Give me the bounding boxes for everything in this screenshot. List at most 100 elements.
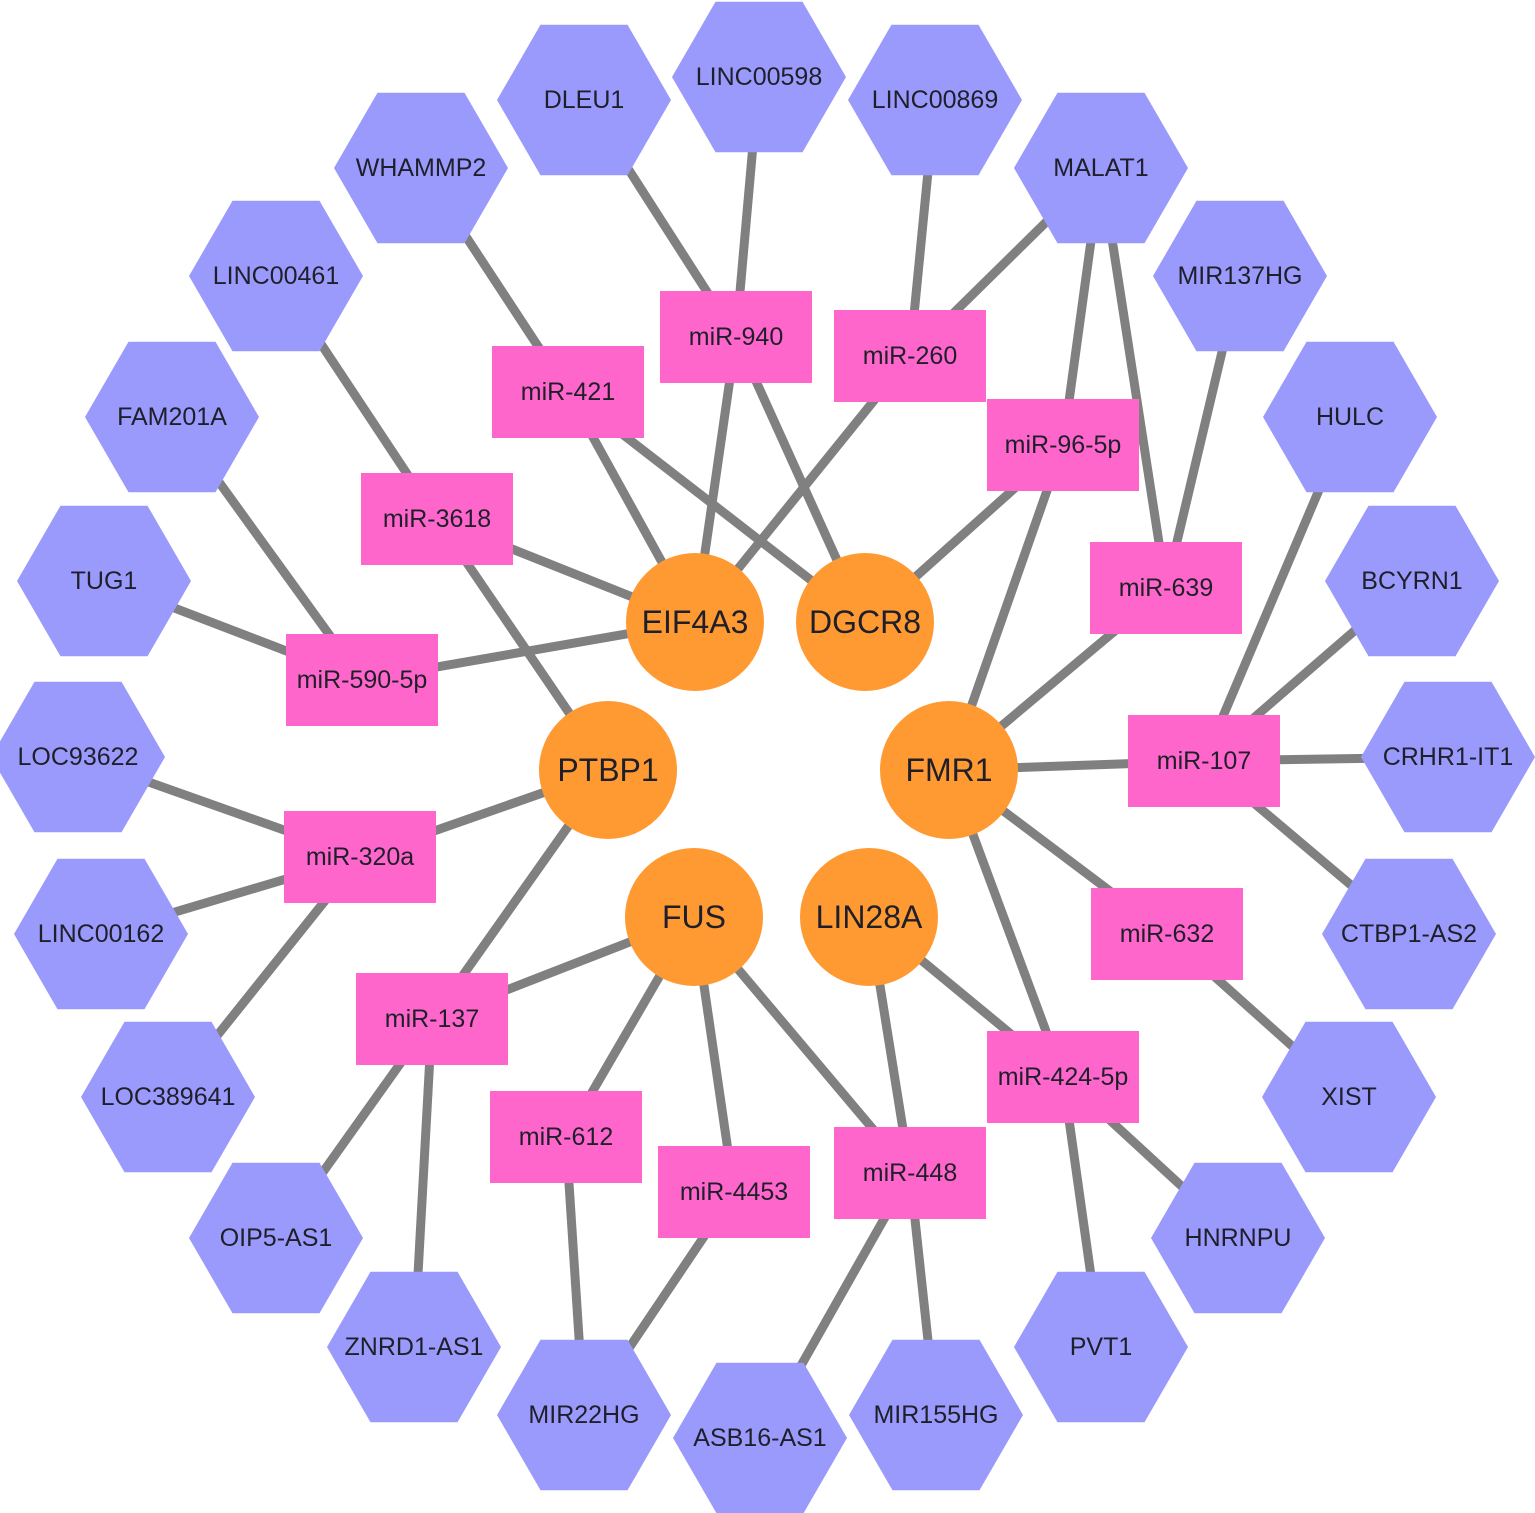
rectangle-shape bbox=[1128, 715, 1280, 807]
circle-shape bbox=[626, 553, 764, 691]
lncrna-label-crhr1-it1: CRHR1-IT1 bbox=[1383, 743, 1514, 771]
mirna-label-mir-632: miR-632 bbox=[1120, 920, 1214, 948]
rbp-node-eif4a3: EIF4A3 bbox=[626, 553, 764, 691]
mirna-node-mir-632: miR-632 bbox=[1091, 888, 1243, 980]
rbp-node-fus: FUS bbox=[625, 848, 763, 986]
circle-shape bbox=[539, 701, 677, 839]
mirna-label-mir-590-5p: miR-590-5p bbox=[297, 666, 428, 694]
lncrna-node-tug1: TUG1 bbox=[17, 505, 191, 657]
rbp-node-dgcr8: DGCR8 bbox=[796, 553, 934, 691]
mirna-node-mir-590-5p: miR-590-5p bbox=[286, 634, 438, 726]
mirna-node-mir-421: miR-421 bbox=[492, 346, 644, 438]
mirna-label-mir-612: miR-612 bbox=[519, 1123, 613, 1151]
rectangle-shape bbox=[987, 1031, 1139, 1123]
hexagon-shape bbox=[0, 681, 165, 833]
lncrna-node-hnrnpu: HNRNPU bbox=[1151, 1162, 1325, 1314]
mirna-node-mir-448: miR-448 bbox=[834, 1127, 986, 1219]
rectangle-shape bbox=[356, 973, 508, 1065]
mirna-label-mir-3618: miR-3618 bbox=[383, 505, 491, 533]
lncrna-node-asb16-as1: ASB16-AS1 bbox=[673, 1362, 847, 1513]
lncrna-node-pvt1: PVT1 bbox=[1014, 1271, 1188, 1423]
hexagon-shape bbox=[672, 1, 846, 153]
lncrna-node-malat1: MALAT1 bbox=[1014, 92, 1188, 244]
lncrna-node-linc00598: LINC00598 bbox=[672, 1, 846, 153]
lncrna-label-oip5-as1: OIP5-AS1 bbox=[220, 1224, 333, 1252]
lncrna-label-xist: XIST bbox=[1321, 1083, 1377, 1111]
lncrna-label-hulc: HULC bbox=[1316, 403, 1384, 431]
lncrna-label-znrd1-as1: ZNRD1-AS1 bbox=[345, 1333, 484, 1361]
lncrna-node-hulc: HULC bbox=[1263, 341, 1437, 493]
rbp-label-fus: FUS bbox=[662, 899, 726, 935]
lncrna-node-linc00461: LINC00461 bbox=[189, 200, 363, 352]
mirna-label-mir-448: miR-448 bbox=[863, 1159, 957, 1187]
rectangle-shape bbox=[361, 473, 513, 565]
hexagon-shape bbox=[849, 1339, 1023, 1491]
hexagon-shape bbox=[1014, 92, 1188, 244]
lncrna-label-whammp2: WHAMMP2 bbox=[356, 154, 487, 182]
rbp-node-lin28a: LIN28A bbox=[800, 848, 938, 986]
lncrna-label-ctbp1-as2: CTBP1-AS2 bbox=[1341, 920, 1477, 948]
hexagon-shape bbox=[497, 24, 671, 176]
mirna-label-mir-260: miR-260 bbox=[863, 342, 957, 370]
lncrna-node-ctbp1-as2: CTBP1-AS2 bbox=[1322, 858, 1496, 1010]
mirna-label-mir-424-5p: miR-424-5p bbox=[998, 1063, 1129, 1091]
rectangle-shape bbox=[490, 1091, 642, 1183]
lncrna-node-loc389641: LOC389641 bbox=[81, 1021, 255, 1173]
rectangle-shape bbox=[1090, 542, 1242, 634]
mirna-node-mir-137: miR-137 bbox=[356, 973, 508, 1065]
lncrna-node-xist: XIST bbox=[1262, 1021, 1436, 1173]
lncrna-label-fam201a: FAM201A bbox=[117, 403, 227, 431]
hexagon-shape bbox=[14, 858, 188, 1010]
lncrna-label-mir22hg: MIR22HG bbox=[528, 1401, 639, 1429]
mirna-node-mir-612: miR-612 bbox=[490, 1091, 642, 1183]
lncrna-node-bcyrn1: BCYRN1 bbox=[1325, 505, 1499, 657]
lncrna-node-linc00162: LINC00162 bbox=[14, 858, 188, 1010]
hexagon-shape bbox=[1151, 1162, 1325, 1314]
hexagon-shape bbox=[1262, 1021, 1436, 1173]
rbp-label-eif4a3: EIF4A3 bbox=[642, 604, 749, 640]
lncrna-node-mir137hg: MIR137HG bbox=[1153, 200, 1327, 352]
hexagon-shape bbox=[17, 505, 191, 657]
mirna-label-mir-96-5p: miR-96-5p bbox=[1005, 431, 1122, 459]
lncrna-label-bcyrn1: BCYRN1 bbox=[1361, 567, 1462, 595]
mirna-label-mir-639: miR-639 bbox=[1119, 574, 1213, 602]
lncrna-node-znrd1-as1: ZNRD1-AS1 bbox=[327, 1271, 501, 1423]
lncrna-node-dleu1: DLEU1 bbox=[497, 24, 671, 176]
lncrna-label-linc00162: LINC00162 bbox=[38, 920, 164, 948]
rectangle-shape bbox=[284, 811, 436, 903]
lncrna-label-tug1: TUG1 bbox=[71, 567, 138, 595]
lncrna-label-linc00869: LINC00869 bbox=[872, 86, 998, 114]
circle-shape bbox=[800, 848, 938, 986]
mirna-node-mir-940: miR-940 bbox=[660, 291, 812, 383]
rbp-label-fmr1: FMR1 bbox=[905, 752, 992, 788]
rbp-label-ptbp1: PTBP1 bbox=[557, 752, 658, 788]
hexagon-shape bbox=[673, 1362, 847, 1513]
lncrna-label-mir137hg: MIR137HG bbox=[1177, 262, 1302, 290]
hexagon-shape bbox=[848, 24, 1022, 176]
rbp-node-ptbp1: PTBP1 bbox=[539, 701, 677, 839]
lncrna-label-asb16-as1: ASB16-AS1 bbox=[693, 1424, 826, 1452]
rectangle-shape bbox=[658, 1146, 810, 1238]
lncrna-label-pvt1: PVT1 bbox=[1070, 1333, 1133, 1361]
hexagon-shape bbox=[1325, 505, 1499, 657]
mirna-node-mir-96-5p: miR-96-5p bbox=[987, 399, 1139, 491]
rectangle-shape bbox=[492, 346, 644, 438]
rbp-node-fmr1: FMR1 bbox=[880, 701, 1018, 839]
circle-shape bbox=[880, 701, 1018, 839]
mirna-node-mir-424-5p: miR-424-5p bbox=[987, 1031, 1139, 1123]
rectangle-shape bbox=[1091, 888, 1243, 980]
mirna-node-mir-107: miR-107 bbox=[1128, 715, 1280, 807]
mirna-label-mir-421: miR-421 bbox=[521, 378, 615, 406]
lncrna-label-loc93622: LOC93622 bbox=[18, 743, 139, 771]
hexagon-shape bbox=[334, 92, 508, 244]
mirna-label-mir-320a: miR-320a bbox=[306, 843, 414, 871]
mirna-label-mir-107: miR-107 bbox=[1157, 747, 1251, 775]
lncrna-node-crhr1-it1: CRHR1-IT1 bbox=[1361, 681, 1535, 833]
hexagon-shape bbox=[1153, 200, 1327, 352]
mirna-label-mir-137: miR-137 bbox=[385, 1005, 479, 1033]
lncrna-node-whammp2: WHAMMP2 bbox=[334, 92, 508, 244]
mirna-node-mir-639: miR-639 bbox=[1090, 542, 1242, 634]
hexagon-shape bbox=[1322, 858, 1496, 1010]
